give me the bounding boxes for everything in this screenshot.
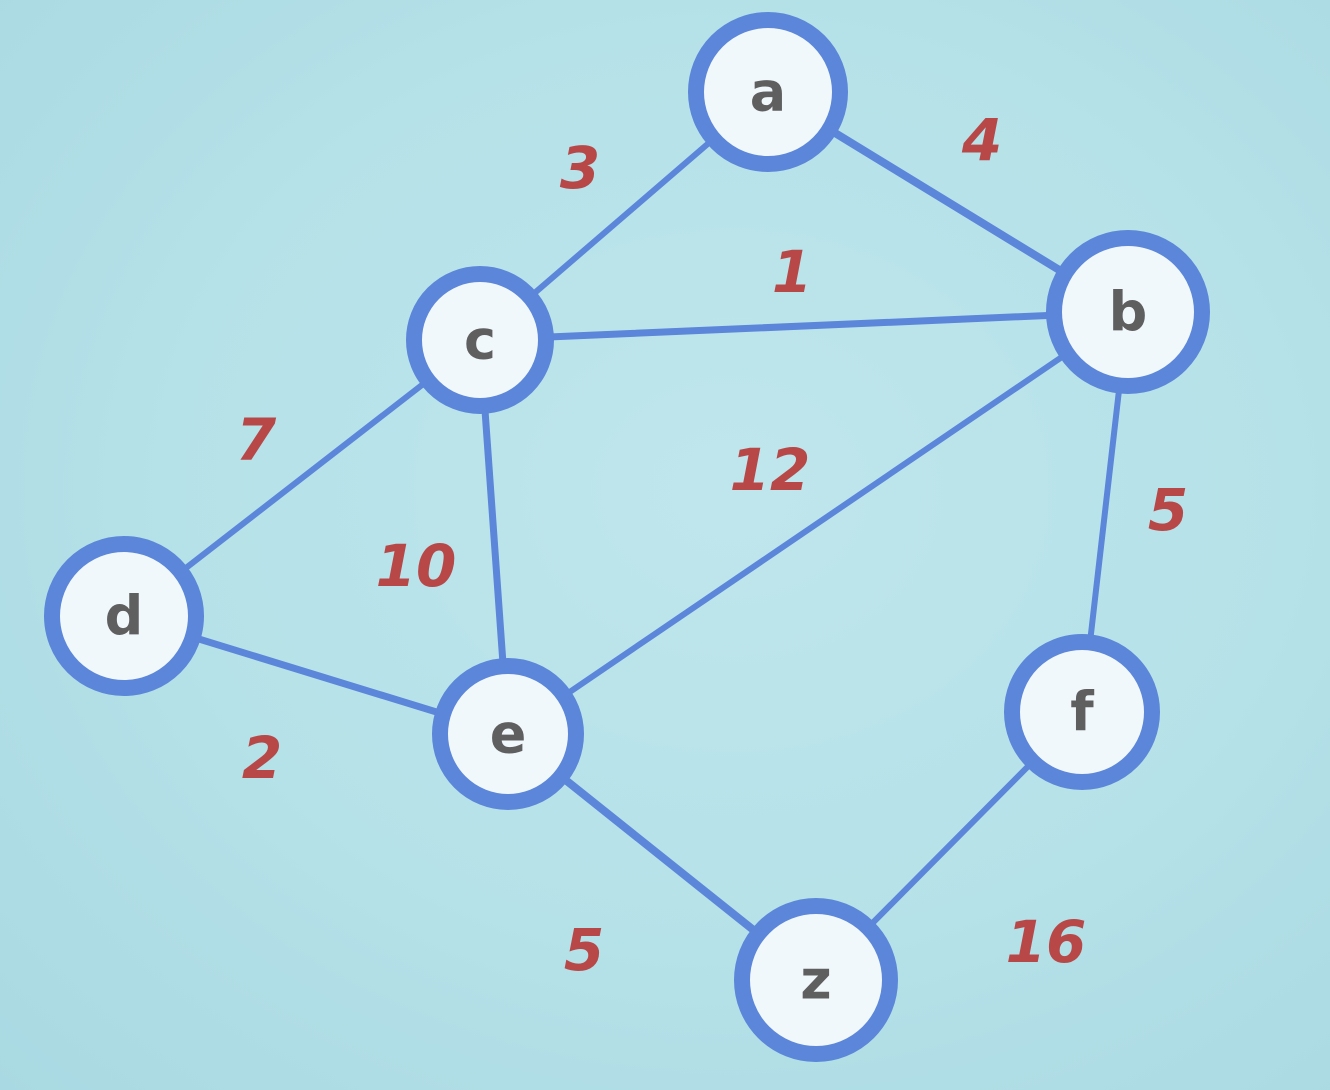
- node-circle-a: [688, 12, 848, 172]
- node-b: b: [1046, 230, 1210, 394]
- node-circle-e: [432, 658, 584, 810]
- node-e: e: [432, 658, 584, 810]
- node-z: z: [734, 898, 898, 1062]
- edge-weight-f-z: 16: [1006, 908, 1087, 976]
- edge-weight-b-e: 12: [730, 436, 811, 504]
- edge-weight-e-z: 5: [564, 916, 604, 984]
- edge-weight-c-b: 1: [772, 238, 812, 306]
- node-label-c: c: [464, 309, 496, 372]
- node-circle-f: [1004, 634, 1160, 790]
- node-label-d: d: [105, 585, 144, 648]
- node-a: a: [688, 12, 848, 172]
- edge-weight-b-f: 5: [1148, 476, 1188, 544]
- edge-weight-a-b: 4: [961, 106, 1002, 174]
- edges-layer: [120, 88, 1132, 984]
- node-label-a: a: [750, 61, 786, 124]
- edge-weight-a-c: 3: [560, 134, 600, 202]
- edge-b-e: [505, 309, 1131, 737]
- node-circle-c: [406, 266, 554, 414]
- edge-c-b: [476, 308, 1132, 344]
- nodes-layer: a b c d e f z: [44, 12, 1210, 1062]
- node-label-f: f: [1070, 681, 1094, 744]
- node-label-b: b: [1109, 281, 1148, 344]
- edge-weight-d-e: 2: [242, 724, 282, 792]
- node-f: f: [1004, 634, 1160, 790]
- node-circle-b: [1046, 230, 1210, 394]
- node-circle-z: [734, 898, 898, 1062]
- node-d: d: [44, 536, 204, 696]
- node-circle-d: [44, 536, 204, 696]
- weights-layer: 3 4 1 7 10 12 5 2 5 16: [236, 106, 1188, 984]
- edge-weight-c-e: 10: [376, 532, 457, 600]
- node-label-e: e: [490, 703, 527, 766]
- edge-weight-c-d: 7: [236, 406, 277, 474]
- node-label-z: z: [800, 949, 831, 1012]
- node-c: c: [406, 266, 554, 414]
